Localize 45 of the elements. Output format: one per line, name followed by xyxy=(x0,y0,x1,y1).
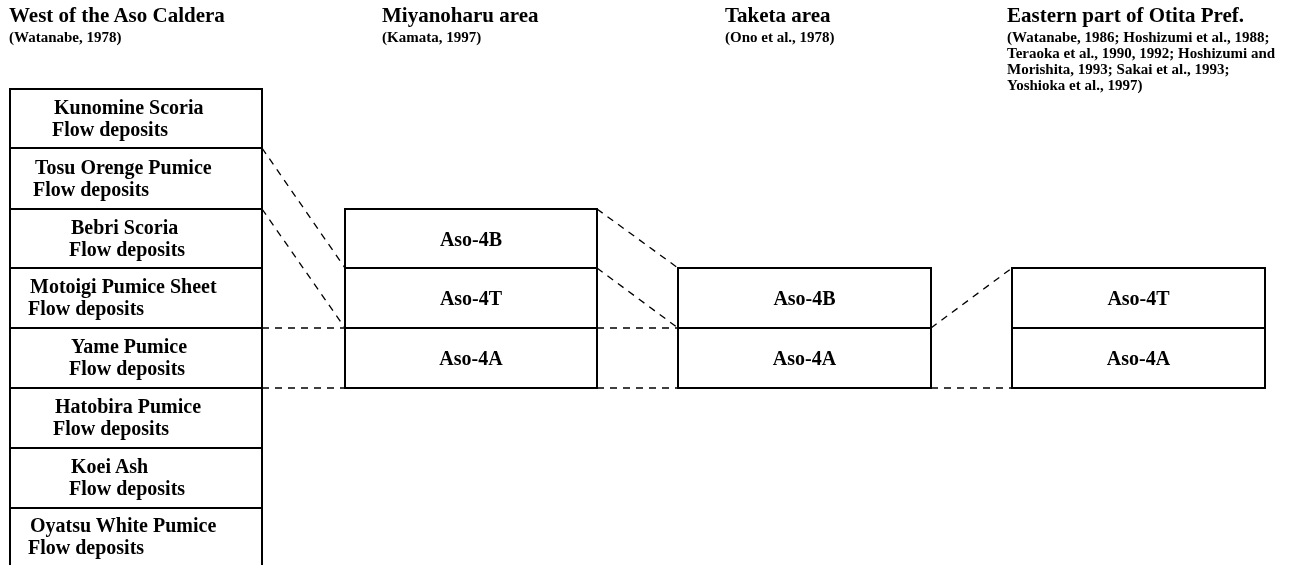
unit-name: Koei Ash xyxy=(71,455,149,477)
unit-name: Aso-4A xyxy=(1105,347,1172,369)
unit-name: Yame Pumice xyxy=(71,335,188,357)
column-heading: Miyanoharu area xyxy=(382,3,539,28)
unit-box xyxy=(677,327,932,389)
column-heading: Eastern part of Otita Pref. xyxy=(1007,3,1244,28)
unit-box xyxy=(1011,327,1266,389)
unit-name: Aso-4B xyxy=(438,227,504,250)
unit-box xyxy=(9,327,263,389)
unit-name: Aso-4A xyxy=(771,347,838,369)
column-heading: West of the Aso Caldera xyxy=(9,3,225,28)
unit-name: Oyatsu White Pumice xyxy=(30,514,217,536)
unit-name: Hatobira Pumice xyxy=(55,395,202,417)
unit-name: Flow deposits xyxy=(28,297,145,319)
unit-name: Kunomine Scoria xyxy=(54,95,204,118)
unit-box xyxy=(9,88,263,149)
unit-name: Flow deposits xyxy=(69,357,186,379)
unit-box xyxy=(677,267,932,329)
unit-name: Bebri Scoria xyxy=(71,215,179,238)
unit-box xyxy=(9,507,263,565)
citation: (Kamata, 1997) xyxy=(382,29,482,46)
unit-name: Flow deposits xyxy=(69,237,186,260)
unit-box xyxy=(9,208,263,269)
citation: (Watanabe, 1978) xyxy=(9,29,122,46)
unit-name: Aso-4T xyxy=(438,287,504,309)
unit-name: Flow deposits xyxy=(69,477,186,499)
unit-box xyxy=(9,387,263,449)
citation: (Ono et al., 1978) xyxy=(725,29,835,46)
unit-box xyxy=(9,267,263,329)
unit-box xyxy=(344,208,598,269)
unit-name: Aso-4T xyxy=(1106,287,1171,309)
column-heading: Taketa area xyxy=(725,3,831,28)
unit-box xyxy=(1011,267,1266,329)
unit-box xyxy=(344,327,598,389)
unit-box xyxy=(9,147,263,210)
unit-name: Flow deposits xyxy=(52,117,169,140)
unit-name: Aso-4A xyxy=(438,347,504,369)
citation: (Watanabe, 1986; Hoshizumi et al., 1988; Teraoka et al., 1990, 1992; Hoshizumi and Morishita, 1993; Sakai et al., 1993; Yoshioka et al., 1997) xyxy=(1007,29,1277,93)
unit-box xyxy=(9,447,263,509)
unit-name: Tosu Orenge Pumice xyxy=(35,155,212,178)
unit-name: Aso-4B xyxy=(772,287,837,309)
unit-name: Flow deposits xyxy=(28,536,145,558)
unit-name: Motoigi Pumice Sheet xyxy=(30,275,217,297)
unit-name: Flow deposits xyxy=(53,417,170,439)
unit-box xyxy=(344,267,598,329)
